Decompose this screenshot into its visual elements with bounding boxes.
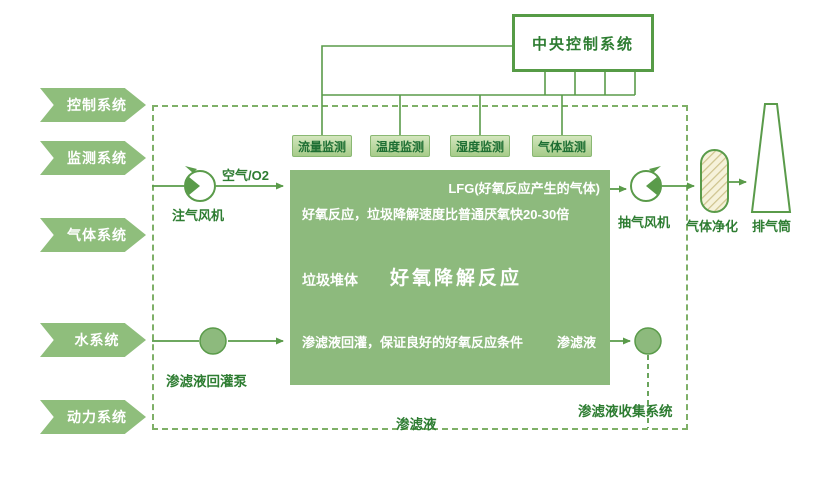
lfg-label: LFG(好氧反应产生的气体) — [448, 181, 600, 196]
leachate-collection-label: 渗滤液收集系统 — [578, 404, 673, 419]
injection-fan-label: 注气风机 — [172, 208, 225, 223]
system-tag-label: 动力系统 — [67, 409, 127, 425]
reactor-title: 好氧降解反应 — [390, 268, 523, 289]
system-tag-control: 控制系统 — [40, 88, 146, 122]
leachate-bottom-label: 渗滤液 — [396, 417, 437, 432]
monitor-flow: 流量监测 — [292, 135, 352, 157]
monitor-label: 湿度监测 — [455, 139, 504, 154]
system-tag-monitor: 监测系统 — [40, 141, 146, 175]
system-tag-label: 监测系统 — [67, 150, 127, 166]
gas-purifier-label: 气体净化 — [686, 219, 739, 234]
monitor-humidity: 湿度监测 — [450, 135, 510, 157]
system-tag-label: 气体系统 — [67, 227, 127, 243]
system-tag-power: 动力系统 — [40, 400, 146, 434]
central-control-box: 中央控制系统 — [512, 14, 654, 72]
air-o2-label: 空气/O2 — [222, 168, 269, 183]
exhaust-stack-icon — [750, 103, 792, 213]
system-tag-label: 控制系统 — [67, 97, 127, 113]
leachate-pump-label: 渗滤液回灌泵 — [166, 374, 247, 389]
monitor-gas: 气体监测 — [532, 135, 592, 157]
system-tag-water: 水系统 — [40, 323, 146, 357]
gas-purifier-icon — [700, 149, 729, 213]
extraction-fan-label: 抽气风机 — [618, 215, 671, 230]
monitor-label: 流量监测 — [297, 139, 346, 154]
leachate-out-label: 渗滤液 — [556, 335, 596, 350]
waste-pile-reactor-box: LFG(好氧反应产生的气体) 好氧反应，垃圾降解速度比普通厌氧快20-30倍 垃… — [290, 170, 610, 385]
monitor-label: 气体监测 — [537, 139, 586, 154]
exhaust-stack-label: 排气筒 — [752, 219, 792, 234]
pile-label: 垃圾堆体 — [302, 272, 358, 288]
aerobic-note: 好氧反应，垃圾降解速度比普通厌氧快20-30倍 — [302, 207, 570, 222]
monitor-temperature: 温度监测 — [370, 135, 430, 157]
monitor-label: 温度监测 — [375, 139, 424, 154]
recirculation-note: 渗滤液回灌，保证良好的好氧反应条件 — [302, 335, 524, 350]
system-tag-gas: 气体系统 — [40, 218, 146, 252]
central-control-label: 中央控制系统 — [531, 35, 634, 53]
system-tag-label: 水系统 — [74, 332, 120, 348]
